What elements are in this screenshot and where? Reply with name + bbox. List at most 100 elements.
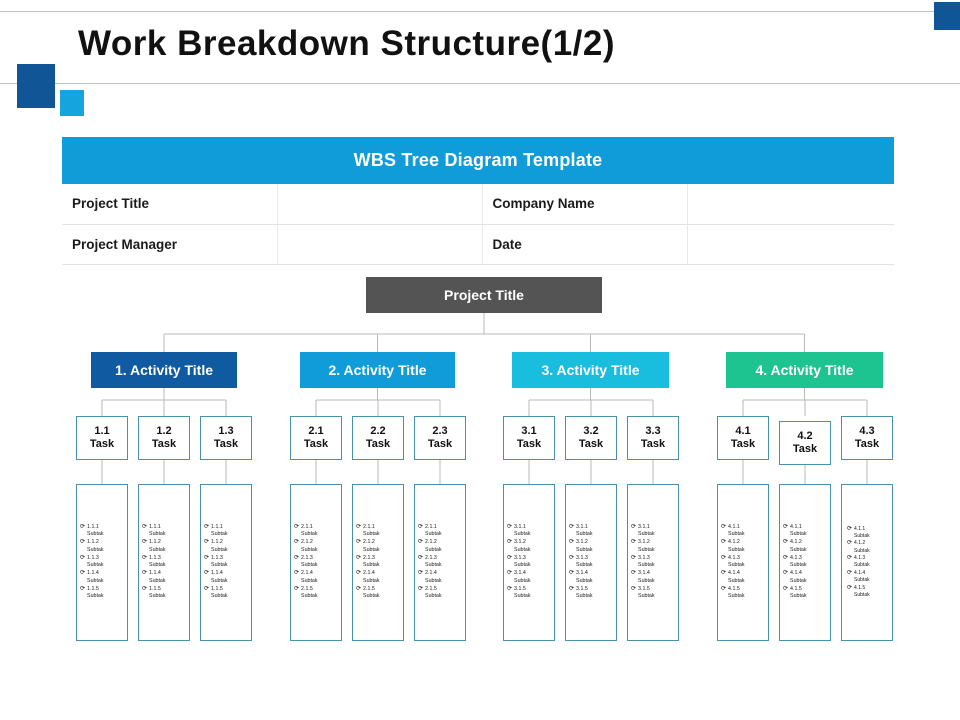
task-node-number: 4.3 [859,425,875,438]
task-node-number: 1.2 [156,425,172,438]
list-item: ⟳2.1.5 Subtak [418,586,464,601]
subtask-label: 3.1.5 Subtak [638,585,655,600]
subtask-label: 3.1.2 Subtak [638,539,655,553]
refresh-bullet-icon: ⟳ [418,523,424,530]
list-item: ⟳3.1.3 Subtak [507,555,553,570]
subtask-label: 2.1.5 Subtak [363,585,380,600]
subtask-label: 1.1.5 Subtak [87,585,104,600]
refresh-bullet-icon: ⟳ [294,523,300,530]
refresh-bullet-icon: ⟳ [847,540,853,547]
subtask-list-2-2[interactable]: ⟳2.1.1 Subtak⟳2.1.2 Subtak⟳2.1.3 Subtak⟳… [352,484,404,641]
list-item: ⟳4.1.4 Subtak [783,570,829,585]
task-node-word: Task [303,438,329,450]
refresh-bullet-icon: ⟳ [569,554,575,561]
task-node-word: Task [151,438,177,450]
list-item: ⟳2.1.5 Subtak [356,586,402,601]
list-item: ⟳2.1.3 Subtak [356,555,402,570]
refresh-bullet-icon: ⟳ [847,584,853,591]
refresh-bullet-icon: ⟳ [204,539,210,546]
subtask-label: 2.1.5 Subtak [425,585,442,600]
root-node-project-title[interactable]: Project Title [366,277,602,313]
header-rule-bottom [0,83,960,84]
refresh-bullet-icon: ⟳ [80,523,86,530]
subtask-list-3-1[interactable]: ⟳3.1.1 Subtak⟳3.1.2 Subtak⟳3.1.3 Subtak⟳… [503,484,555,641]
refresh-bullet-icon: ⟳ [418,570,424,577]
subtask-list-4-1[interactable]: ⟳4.1.1 Subtak⟳4.1.2 Subtak⟳4.1.3 Subtak⟳… [717,484,769,641]
list-item: ⟳2.1.1 Subtak [294,524,340,539]
subtask-list-4-3[interactable]: ⟳4.1.1 Subtak⟳4.1.2 Subtak⟳4.1.3 Subtak⟳… [841,484,893,641]
info-value-right[interactable] [687,224,894,265]
refresh-bullet-icon: ⟳ [142,539,148,546]
info-label-right: Date [482,224,688,265]
subtask-label: 1.1.5 Subtak [211,585,228,600]
info-value-left[interactable] [277,184,483,225]
task-node-number: 3.2 [583,425,599,438]
subtask-label: 2.1.4 Subtak [301,570,318,584]
list-item: ⟳3.1.4 Subtak [507,570,553,585]
refresh-bullet-icon: ⟳ [294,554,300,561]
task-node-word: Task [640,438,666,450]
decor-square-top-right [934,2,960,30]
subtask-label: 2.1.3 Subtak [425,554,442,569]
subtask-list-1-1[interactable]: ⟳1.1.1 Subtak⟳1.1.2 Subtak⟳1.1.3 Subtak⟳… [76,484,128,641]
info-label-left: Project Manager [62,224,278,265]
activity-node-3[interactable]: 3. Activity Title [512,352,669,388]
subtask-label: 2.1.3 Subtak [301,554,318,569]
task-node-number: 3.1 [521,425,537,438]
refresh-bullet-icon: ⟳ [418,539,424,546]
subtask-list-1-3[interactable]: ⟳1.1.1 Subtak⟳1.1.2 Subtak⟳1.1.3 Subtak⟳… [200,484,252,641]
list-item: ⟳4.1.5 Subtak [783,586,829,601]
list-item: ⟳2.1.1 Subtak [356,524,402,539]
subtask-list-1-2[interactable]: ⟳1.1.1 Subtak⟳1.1.2 Subtak⟳1.1.3 Subtak⟳… [138,484,190,641]
refresh-bullet-icon: ⟳ [507,554,513,561]
activity-node-1[interactable]: 1. Activity Title [91,352,237,388]
subtask-list-3-3[interactable]: ⟳3.1.1 Subtak⟳3.1.2 Subtak⟳3.1.3 Subtak⟳… [627,484,679,641]
info-value-right[interactable] [687,184,894,225]
subtask-label: 4.1.1 Subtak [854,525,870,539]
list-item: ⟳3.1.5 Subtak [569,586,615,601]
subtask-label: 3.1.4 Subtak [576,570,593,584]
subtask-list-2-1[interactable]: ⟳2.1.1 Subtak⟳2.1.2 Subtak⟳2.1.3 Subtak⟳… [290,484,342,641]
task-node-word: Task [854,438,880,450]
refresh-bullet-icon: ⟳ [847,555,853,562]
subtask-list-4-2[interactable]: ⟳4.1.1 Subtak⟳4.1.2 Subtak⟳4.1.3 Subtak⟳… [779,484,831,641]
refresh-bullet-icon: ⟳ [721,585,727,592]
list-item: ⟳2.1.3 Subtak [294,555,340,570]
task-node-number: 2.1 [308,425,324,438]
subtask-label: 4.1.5 Subtak [728,585,745,600]
decor-square-navy [17,64,55,108]
subtask-list-2-3[interactable]: ⟳2.1.1 Subtak⟳2.1.2 Subtak⟳2.1.3 Subtak⟳… [414,484,466,641]
refresh-bullet-icon: ⟳ [80,585,86,592]
refresh-bullet-icon: ⟳ [783,539,789,546]
list-item: ⟳1.1.4 Subtak [204,570,250,585]
info-value-left[interactable] [277,224,483,265]
list-item: ⟳3.1.5 Subtak [507,586,553,601]
subtask-label: 2.1.2 Subtak [301,539,318,553]
activity-node-4[interactable]: 4. Activity Title [726,352,883,388]
list-item: ⟳3.1.5 Subtak [631,586,677,601]
subtask-label: 4.1.1 Subtak [728,523,745,538]
refresh-bullet-icon: ⟳ [847,569,853,576]
task-node-word: Task [792,443,818,455]
subtask-label: 1.1.3 Subtak [211,554,228,569]
list-item: ⟳4.1.3 Subtak [783,555,829,570]
refresh-bullet-icon: ⟳ [507,570,513,577]
refresh-bullet-icon: ⟳ [783,585,789,592]
subtask-label: 1.1.2 Subtak [87,539,104,553]
subtask-list-3-2[interactable]: ⟳3.1.1 Subtak⟳3.1.2 Subtak⟳3.1.3 Subtak⟳… [565,484,617,641]
activity-node-2[interactable]: 2. Activity Title [300,352,455,388]
list-item: ⟳3.1.3 Subtak [631,555,677,570]
